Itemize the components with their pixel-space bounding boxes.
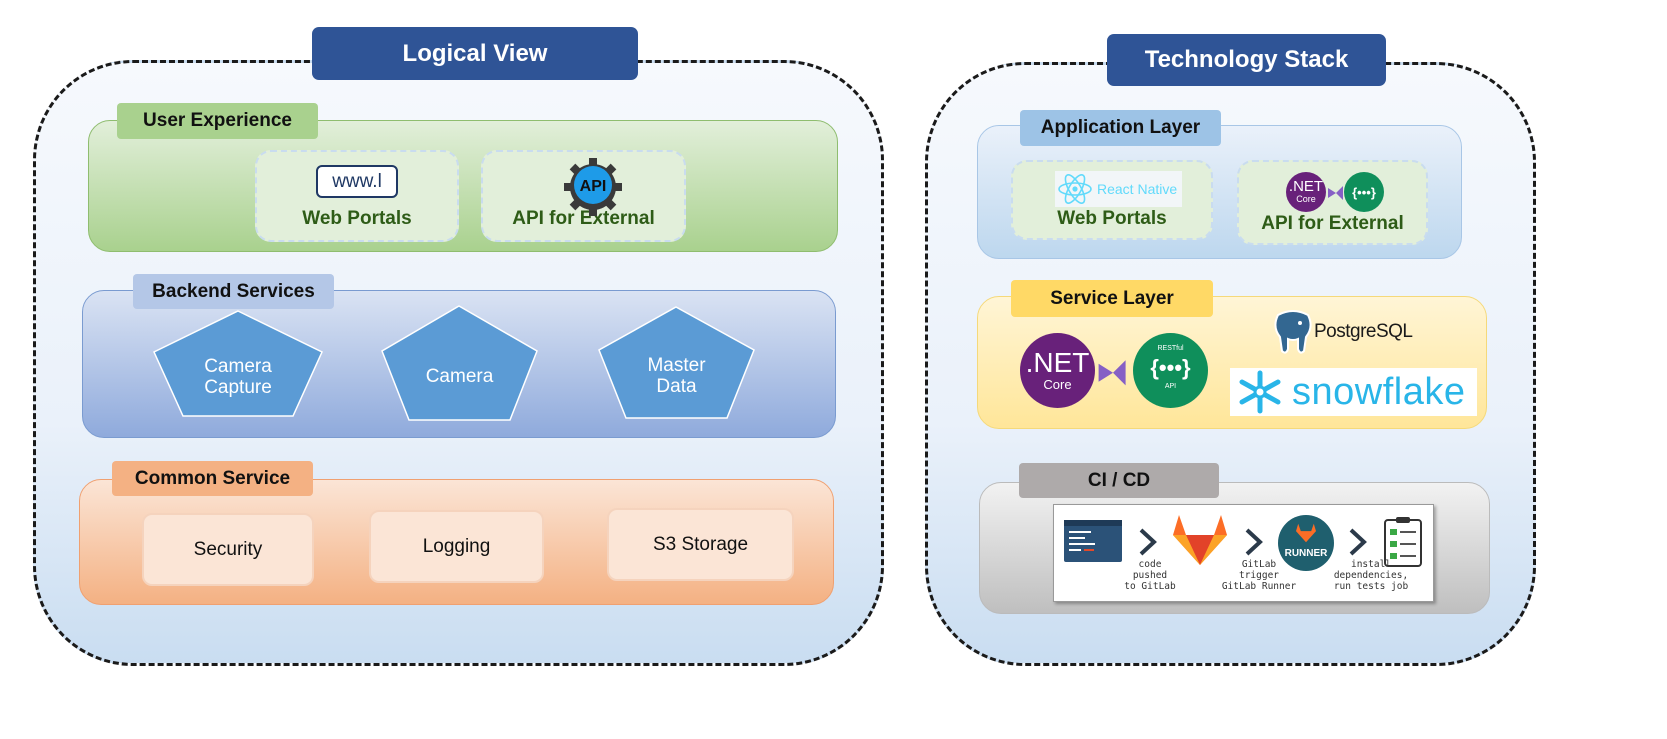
caption-line: GitLab Runner [1221, 581, 1297, 592]
elephant-icon [1274, 310, 1312, 354]
gitlab-small-icon [1296, 523, 1316, 543]
snowflake-logo: snowflake [1230, 368, 1477, 416]
react-native-logo: React Native [1055, 171, 1182, 207]
tech-web-portals-card: React Native Web Portals [1011, 160, 1213, 240]
user-experience-panel [88, 120, 838, 252]
www-icon: www.l [316, 165, 398, 198]
checklist-icon [1384, 517, 1422, 567]
arrow-right-icon [1245, 528, 1263, 556]
arrow-right-icon [1349, 528, 1367, 556]
dotnet-core-icon: .NET Core [1286, 172, 1326, 212]
snowflake-icon [1239, 370, 1281, 414]
backend-service-camera: Camera [381, 305, 538, 422]
api-gear-icon: API [564, 158, 622, 216]
tech-api-external-card: .NET Core {•••} API for External [1237, 160, 1428, 245]
dotnet-sub-text: Core [1296, 194, 1316, 204]
s3-storage-service: S3 Storage [607, 508, 794, 581]
caption-line: GitLab [1241, 559, 1277, 570]
postgresql-text: PostgreSQL [1314, 321, 1413, 342]
security-service: Security [142, 513, 314, 586]
technology-stack-header: Technology Stack [1107, 34, 1386, 86]
backend-service-master-data: Master Data [598, 306, 755, 420]
www-icon-text: www.l [332, 170, 382, 192]
snowflake-text: snowflake [1292, 370, 1466, 413]
cicd-step2-caption: GitLab trigger GitLab Runner [1204, 559, 1314, 592]
tech-api-external-label: API for External [1261, 213, 1404, 234]
service-line1: Camera [204, 356, 272, 377]
react-native-text: React Native [1097, 181, 1178, 197]
caption-line: dependencies, [1333, 570, 1409, 581]
service-line1: Camera [425, 366, 494, 387]
arrow-right-icon [1139, 528, 1157, 556]
restful-text: RESTful [1157, 345, 1184, 352]
caption-line: pushed [1132, 570, 1168, 581]
backend-service-label: Camera [381, 366, 538, 387]
pentagon-shape [153, 310, 323, 417]
caption-line: code [1138, 559, 1162, 570]
user-experience-tab: User Experience [117, 103, 318, 139]
dotnet-text: .NET [1025, 347, 1090, 378]
service-line2: Data [656, 376, 697, 397]
logging-service: Logging [369, 510, 544, 583]
service-line2: Capture [204, 377, 272, 398]
service-line1: Master [647, 355, 706, 376]
common-service-tab: Common Service [112, 461, 313, 496]
caption-line: to GitLab [1124, 581, 1176, 592]
api-external-card: API API for External [481, 150, 686, 242]
postgresql-logo: PostgreSQL [1268, 306, 1420, 358]
terminal-icon [1064, 520, 1122, 562]
api-text: API [1164, 383, 1177, 390]
dotnet-restful-logo-small: .NET Core {•••} [1286, 172, 1384, 212]
cicd-pipeline-image: RUNNER code pushed to GitLab GitLab trig… [1053, 504, 1434, 602]
dotnet-sub-text: Core [1043, 377, 1072, 392]
application-layer-tab: Application Layer [1020, 110, 1221, 146]
tech-web-portals-label: Web Portals [1057, 208, 1167, 229]
react-atom-icon [1058, 174, 1092, 204]
dotnet-core-icon-large: .NET Core [1020, 333, 1095, 408]
dotnet-restful-logo: .NET Core RESTful {•••} API [1020, 333, 1208, 408]
pentagon-shape [381, 305, 538, 421]
cicd-tab: CI / CD [1019, 463, 1219, 498]
visual-studio-icon [1328, 186, 1343, 200]
gitlab-icon [1173, 515, 1227, 565]
restful-api-icon: {•••} [1344, 172, 1384, 212]
cicd-step1-caption: code pushed to GitLab [1104, 559, 1196, 592]
pentagon-shape [598, 306, 755, 419]
caption-line: install [1350, 559, 1392, 570]
api-external-label: API for External [512, 208, 655, 229]
logical-view-header: Logical View [312, 27, 638, 80]
caption-line: run tests job [1333, 581, 1409, 592]
backend-service-label: Master Data [598, 355, 755, 397]
backend-services-tab: Backend Services [133, 274, 334, 309]
web-portals-label: Web Portals [302, 208, 412, 229]
caption-line: trigger [1238, 570, 1280, 581]
cicd-step3-caption: install dependencies, run tests job [1316, 559, 1426, 592]
web-portals-card: www.l Web Portals [255, 150, 459, 242]
braces-text: {•••} [1150, 355, 1191, 380]
backend-service-label: Camera Capture [153, 356, 323, 398]
api-icon-text: API [580, 178, 607, 195]
gitlab-runner-icon: RUNNER [1278, 515, 1334, 571]
dotnet-text: .NET [1288, 178, 1324, 195]
service-layer-tab: Service Layer [1011, 280, 1213, 317]
visual-studio-icon-large [1098, 360, 1126, 386]
backend-service-camera-capture: Camera Capture [153, 310, 323, 418]
runner-text: RUNNER [1284, 548, 1328, 559]
restful-api-icon-large: RESTful {•••} API [1133, 333, 1208, 408]
